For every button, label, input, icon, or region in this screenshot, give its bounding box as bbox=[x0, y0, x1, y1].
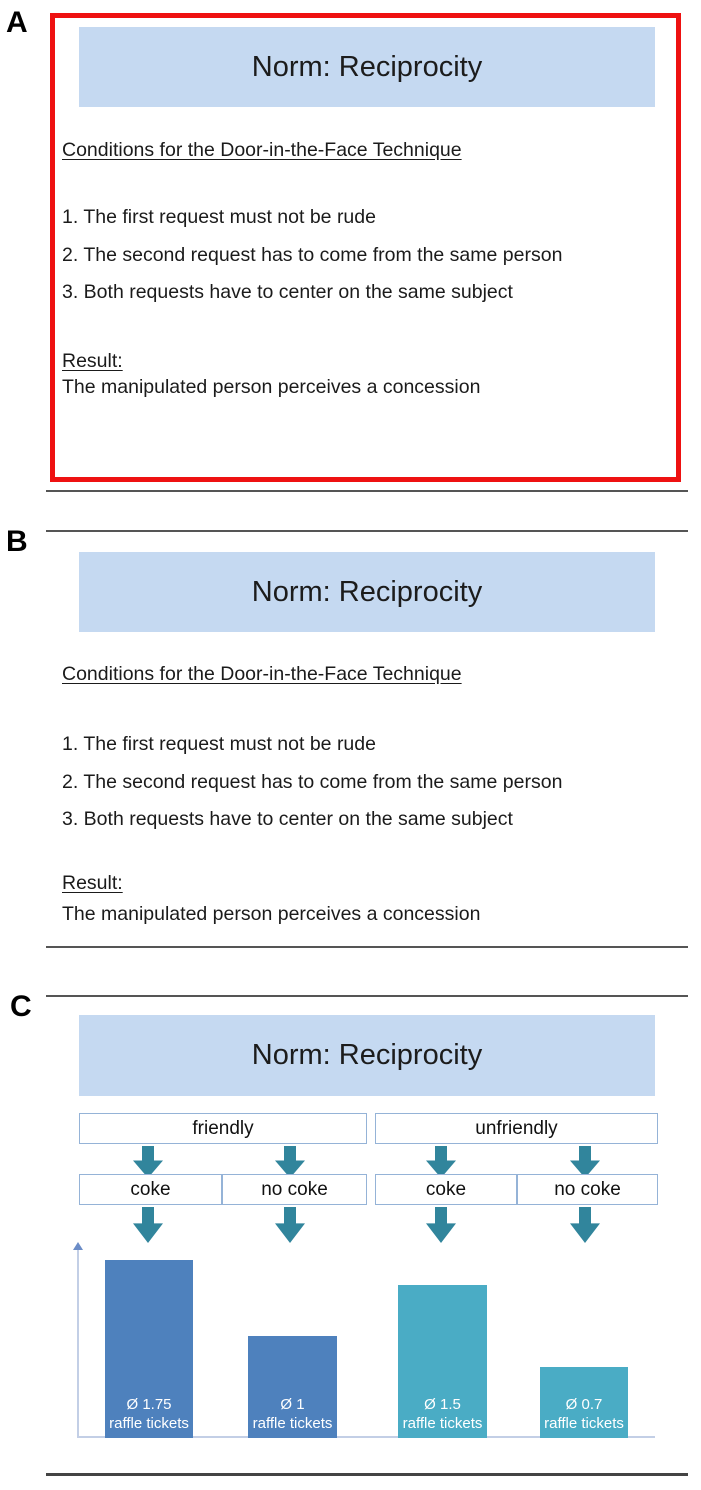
panel-separator bbox=[46, 995, 688, 997]
down-arrow-icon bbox=[275, 1146, 305, 1178]
bar-friendly-coke: Ø 1.75 raffle tickets bbox=[105, 1260, 193, 1438]
slide-b-title-banner: Norm: Reciprocity bbox=[79, 552, 655, 632]
slide-a-item-1: 1. The first request must not be rude bbox=[62, 206, 376, 228]
y-axis bbox=[77, 1250, 79, 1438]
slide-a-heading: Conditions for the Door-in-the-Face Tech… bbox=[62, 139, 462, 161]
flow-box-friendly-coke: coke bbox=[79, 1174, 222, 1205]
slide-b-item-1: 1. The first request must not be rude bbox=[62, 733, 376, 755]
slide-a-title-banner: Norm: Reciprocity bbox=[79, 27, 655, 107]
slide-b-item-2: 2. The second request has to come from t… bbox=[62, 771, 563, 793]
slide-c-title-banner: Norm: Reciprocity bbox=[79, 1015, 655, 1096]
flow-box-friendly: friendly bbox=[79, 1113, 367, 1144]
slide-b-result-label: Result: bbox=[62, 872, 123, 894]
panel-separator bbox=[46, 946, 688, 948]
slide-a-item-2: 2. The second request has to come from t… bbox=[62, 244, 563, 266]
slide-c-title: Norm: Reciprocity bbox=[251, 1039, 483, 1071]
slide-a-item-3: 3. Both requests have to center on the s… bbox=[62, 281, 513, 303]
flow-box-unfriendly-coke: coke bbox=[375, 1174, 517, 1205]
panel-separator bbox=[46, 530, 688, 532]
down-arrow-icon bbox=[133, 1146, 163, 1178]
y-axis-arrowhead bbox=[73, 1242, 83, 1250]
slide-a-result-text: The manipulated person perceives a conce… bbox=[62, 376, 481, 398]
panel-a-highlight-frame bbox=[50, 13, 681, 482]
bar-unit-label: raffle tickets bbox=[109, 1415, 189, 1432]
panel-b-label: B bbox=[6, 525, 28, 558]
bar-unfriendly-coke: Ø 1.5 raffle tickets bbox=[398, 1285, 487, 1438]
panel-c-label: C bbox=[10, 990, 32, 1023]
down-arrow-icon bbox=[426, 1146, 456, 1178]
bar-value-label: Ø 0.7 bbox=[565, 1396, 603, 1413]
bar-value-label: Ø 1 bbox=[280, 1396, 305, 1413]
panel-separator bbox=[46, 1473, 688, 1476]
bar-value-label: Ø 1.75 bbox=[126, 1396, 172, 1413]
slide-b-result-text: The manipulated person perceives a conce… bbox=[62, 903, 481, 925]
bar-friendly-no-coke: Ø 1 raffle tickets bbox=[248, 1336, 337, 1438]
x-axis bbox=[78, 1436, 655, 1438]
slide-a-result-label: Result: bbox=[62, 350, 123, 372]
flow-box-friendly-no-coke: no coke bbox=[222, 1174, 367, 1205]
flow-box-unfriendly: unfriendly bbox=[375, 1113, 658, 1144]
slide-b-title: Norm: Reciprocity bbox=[251, 575, 483, 608]
down-arrow-icon bbox=[426, 1207, 456, 1243]
bar-unfriendly-no-coke: Ø 0.7 raffle tickets bbox=[540, 1367, 628, 1438]
bar-unit-label: raffle tickets bbox=[402, 1415, 483, 1432]
down-arrow-icon bbox=[570, 1207, 600, 1243]
down-arrow-icon bbox=[275, 1207, 305, 1243]
panel-a-label: A bbox=[6, 6, 28, 39]
bar-unit-label: raffle tickets bbox=[252, 1415, 333, 1432]
down-arrow-icon bbox=[570, 1146, 600, 1178]
slide-a-title: Norm: Reciprocity bbox=[251, 50, 483, 83]
slide-b-item-3: 3. Both requests have to center on the s… bbox=[62, 808, 513, 830]
panel-separator bbox=[46, 490, 688, 492]
bar-unit-label: raffle tickets bbox=[544, 1415, 624, 1432]
down-arrow-icon bbox=[133, 1207, 163, 1243]
bar-value-label: Ø 1.5 bbox=[424, 1396, 461, 1413]
flow-box-unfriendly-no-coke: no coke bbox=[517, 1174, 658, 1205]
slide-b-heading: Conditions for the Door-in-the-Face Tech… bbox=[62, 663, 462, 685]
